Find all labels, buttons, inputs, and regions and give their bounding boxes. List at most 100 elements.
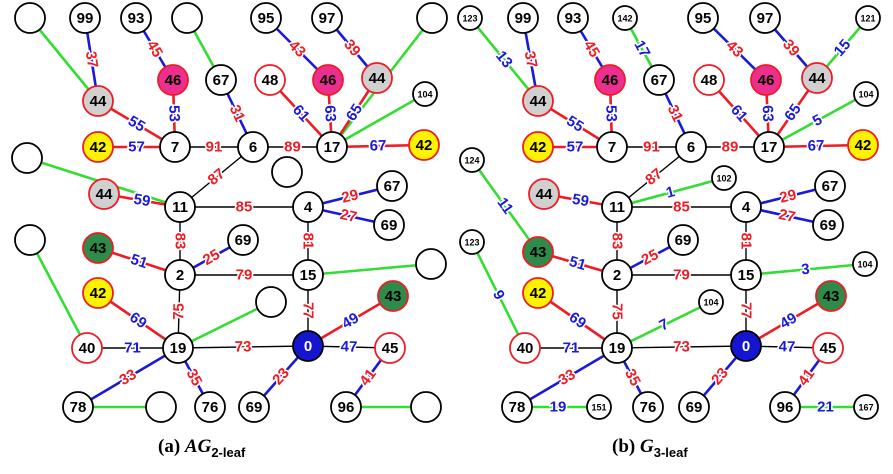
- node-label: 15: [738, 267, 755, 284]
- node-label: 93: [565, 10, 582, 27]
- edge-weight-label: 21: [817, 399, 834, 416]
- graph-node: 167: [853, 394, 879, 420]
- graph-node: 142: [612, 5, 638, 31]
- edge-weight-label: 87: [642, 165, 666, 189]
- node-circle: [812, 209, 844, 241]
- caption-prefix: (b): [612, 436, 640, 457]
- node-label: 11: [172, 199, 188, 216]
- node-circle: [205, 64, 237, 96]
- edge-a_42b-a_19: [97, 291, 179, 350]
- graph-node: 45: [812, 332, 844, 364]
- edge-b_19-b_104b: [616, 300, 712, 350]
- graph-node: 44: [88, 178, 120, 210]
- node-label: 4: [304, 199, 313, 216]
- node-circle: [459, 229, 485, 255]
- graph-node: 43: [815, 280, 847, 312]
- edge-weight-label: 45: [143, 37, 166, 60]
- node-circle: [254, 64, 286, 96]
- graph-node: 46: [750, 64, 782, 96]
- edge-weight-label: 57: [128, 139, 145, 156]
- node-label: 69: [675, 232, 692, 249]
- node-circle: [459, 147, 485, 173]
- graph-node: 7: [159, 131, 191, 163]
- edge-weight-label: 37: [521, 50, 541, 69]
- node-circle: [601, 332, 633, 364]
- node-circle: [120, 2, 152, 34]
- edge-weight-label: 65: [343, 101, 366, 124]
- node-circle: [801, 62, 833, 94]
- node-circle: [330, 391, 362, 423]
- node-label: 7: [608, 139, 616, 156]
- graph-node: 67: [814, 170, 846, 202]
- graph-node: 99: [69, 2, 101, 34]
- edge-weight-label: 41: [795, 366, 819, 389]
- panel-caption: (a) AG2-leaf: [158, 436, 246, 460]
- graph-node: 43: [522, 236, 554, 268]
- edge-weight-label: 55: [125, 112, 148, 135]
- node-label: 97: [757, 10, 774, 27]
- edge-weight-label: 49: [777, 309, 800, 332]
- node-circle: [711, 165, 737, 191]
- node-circle: [693, 64, 725, 96]
- graph-node: 46: [594, 64, 626, 96]
- edge-b_0-b_43r: [745, 294, 832, 348]
- node-circle: [292, 191, 324, 223]
- edge-weight-label: 51: [128, 251, 149, 272]
- node-label: 96: [338, 399, 355, 416]
- node-label: 19: [170, 340, 187, 357]
- graph-node: [14, 2, 46, 34]
- node-circle: [853, 394, 879, 420]
- edge-weight-label: 83: [609, 233, 626, 250]
- node-circle: [815, 280, 847, 312]
- node-label: 42: [530, 139, 547, 156]
- node-circle: [11, 142, 43, 174]
- edge-weight-label: 33: [555, 366, 578, 389]
- captions-layer: (a) AG2-leaf(b) G3-leaf: [158, 436, 688, 460]
- node-label: 69: [820, 217, 837, 234]
- graph-node: 0: [292, 330, 324, 362]
- edge-weight-label: 79: [673, 267, 690, 284]
- edge-weight-label: 77: [738, 302, 755, 319]
- node-label: 99: [515, 10, 532, 27]
- node-circle: [687, 2, 719, 34]
- graph-node: 4: [730, 191, 762, 223]
- edge-weight-label: 71: [124, 340, 141, 357]
- edge-weight-label: 55: [563, 112, 586, 135]
- edge-weight-label: 85: [236, 199, 253, 216]
- graph-node: 2: [601, 259, 633, 291]
- edge-weight-label: 89: [284, 139, 301, 156]
- node-circle: [643, 64, 675, 96]
- node-circle: [82, 277, 114, 309]
- edge-weight-label: 27: [339, 206, 359, 226]
- graph-node: 44: [361, 62, 393, 94]
- caption-symbol: AG: [184, 436, 212, 457]
- edge-weight-label: 35: [183, 366, 206, 389]
- edge-weight-label: 9: [489, 287, 508, 302]
- edge-weight-label: 31: [226, 102, 249, 124]
- node-label: 4: [742, 199, 751, 216]
- edge-weight-label: 91: [643, 139, 660, 156]
- node-circle: [292, 330, 324, 362]
- graph-node: 69: [678, 391, 710, 423]
- node-circle: [250, 2, 282, 34]
- node-label: 151: [591, 403, 606, 413]
- graph-node: 42: [82, 277, 114, 309]
- node-label: 124: [464, 156, 479, 166]
- edge-weight-label: 53: [165, 105, 182, 122]
- edge-b_123t-b_44l: [468, 17, 540, 102]
- node-label: 40: [79, 340, 96, 357]
- graph-node: [416, 2, 448, 34]
- edge-weight-label: 63: [321, 105, 339, 123]
- node-circle: [311, 2, 343, 34]
- edge-weight-label: 37: [82, 50, 101, 69]
- node-circle: [82, 232, 114, 264]
- node-circle: [408, 129, 440, 161]
- caption-subscript: 3-leaf: [654, 445, 689, 460]
- node-label: 95: [258, 10, 275, 27]
- node-circle: [528, 178, 560, 210]
- edge-weight-label: 27: [777, 206, 797, 226]
- node-label: 2: [613, 267, 621, 284]
- edge-a_19-a_78: [77, 346, 179, 409]
- graph-node: 97: [311, 2, 343, 34]
- node-circle: [522, 85, 554, 117]
